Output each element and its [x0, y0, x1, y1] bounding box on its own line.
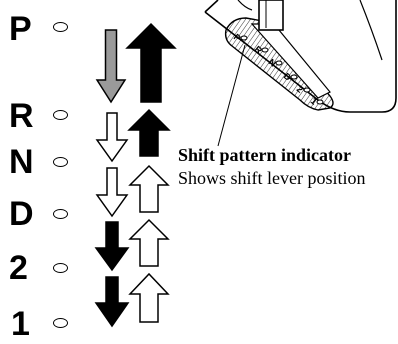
position-label-p: P [9, 10, 32, 48]
position-indicator-1 [53, 318, 68, 328]
gate-dot-n [275, 60, 283, 66]
position-indicator-r [53, 110, 68, 120]
gate-label-1: 1 [309, 96, 319, 107]
arrow-up-outline [128, 164, 170, 213]
position-label-d: D [9, 195, 34, 233]
gate-label-n: N [267, 57, 278, 69]
callout-description: Shows shift lever position [178, 168, 366, 188]
lever-shaft [258, 0, 284, 31]
callout-leader-line [217, 44, 246, 147]
arrow-down-outline [95, 167, 129, 218]
gate-dot-d [290, 74, 298, 80]
position-indicator-d [53, 209, 68, 219]
gate-dot-p [240, 35, 248, 41]
gate-label-2: 2 [295, 84, 305, 95]
arrow-up-black [127, 108, 171, 157]
gate-label-r: R [253, 44, 265, 56]
position-indicator-p [53, 22, 68, 32]
gate-label-p: P [232, 32, 243, 44]
gate-dot-2 [303, 87, 311, 93]
arrow-up-outline [128, 272, 170, 323]
arrow-up-outline [128, 218, 170, 267]
gate-label-d: D [282, 71, 294, 83]
position-label-r: R [9, 97, 34, 135]
arrow-down-gray [95, 29, 127, 104]
callout-title: Shift pattern indicator [178, 145, 351, 165]
console-inner-edge [237, 0, 383, 61]
arrow-down-outline [95, 112, 129, 163]
position-label-n: N [9, 143, 34, 181]
position-indicator-2 [53, 263, 68, 273]
arrow-down-black [94, 221, 130, 272]
position-label-2: 2 [9, 249, 28, 287]
position-label-1: 1 [11, 305, 30, 343]
gate-dot-1 [316, 99, 324, 105]
position-indicator-n [53, 157, 68, 167]
arrow-down-black [94, 276, 130, 328]
callout: Shift pattern indicator Shows shift leve… [178, 144, 396, 189]
gate-dot-r [261, 47, 269, 53]
arrow-up-black [125, 22, 177, 103]
